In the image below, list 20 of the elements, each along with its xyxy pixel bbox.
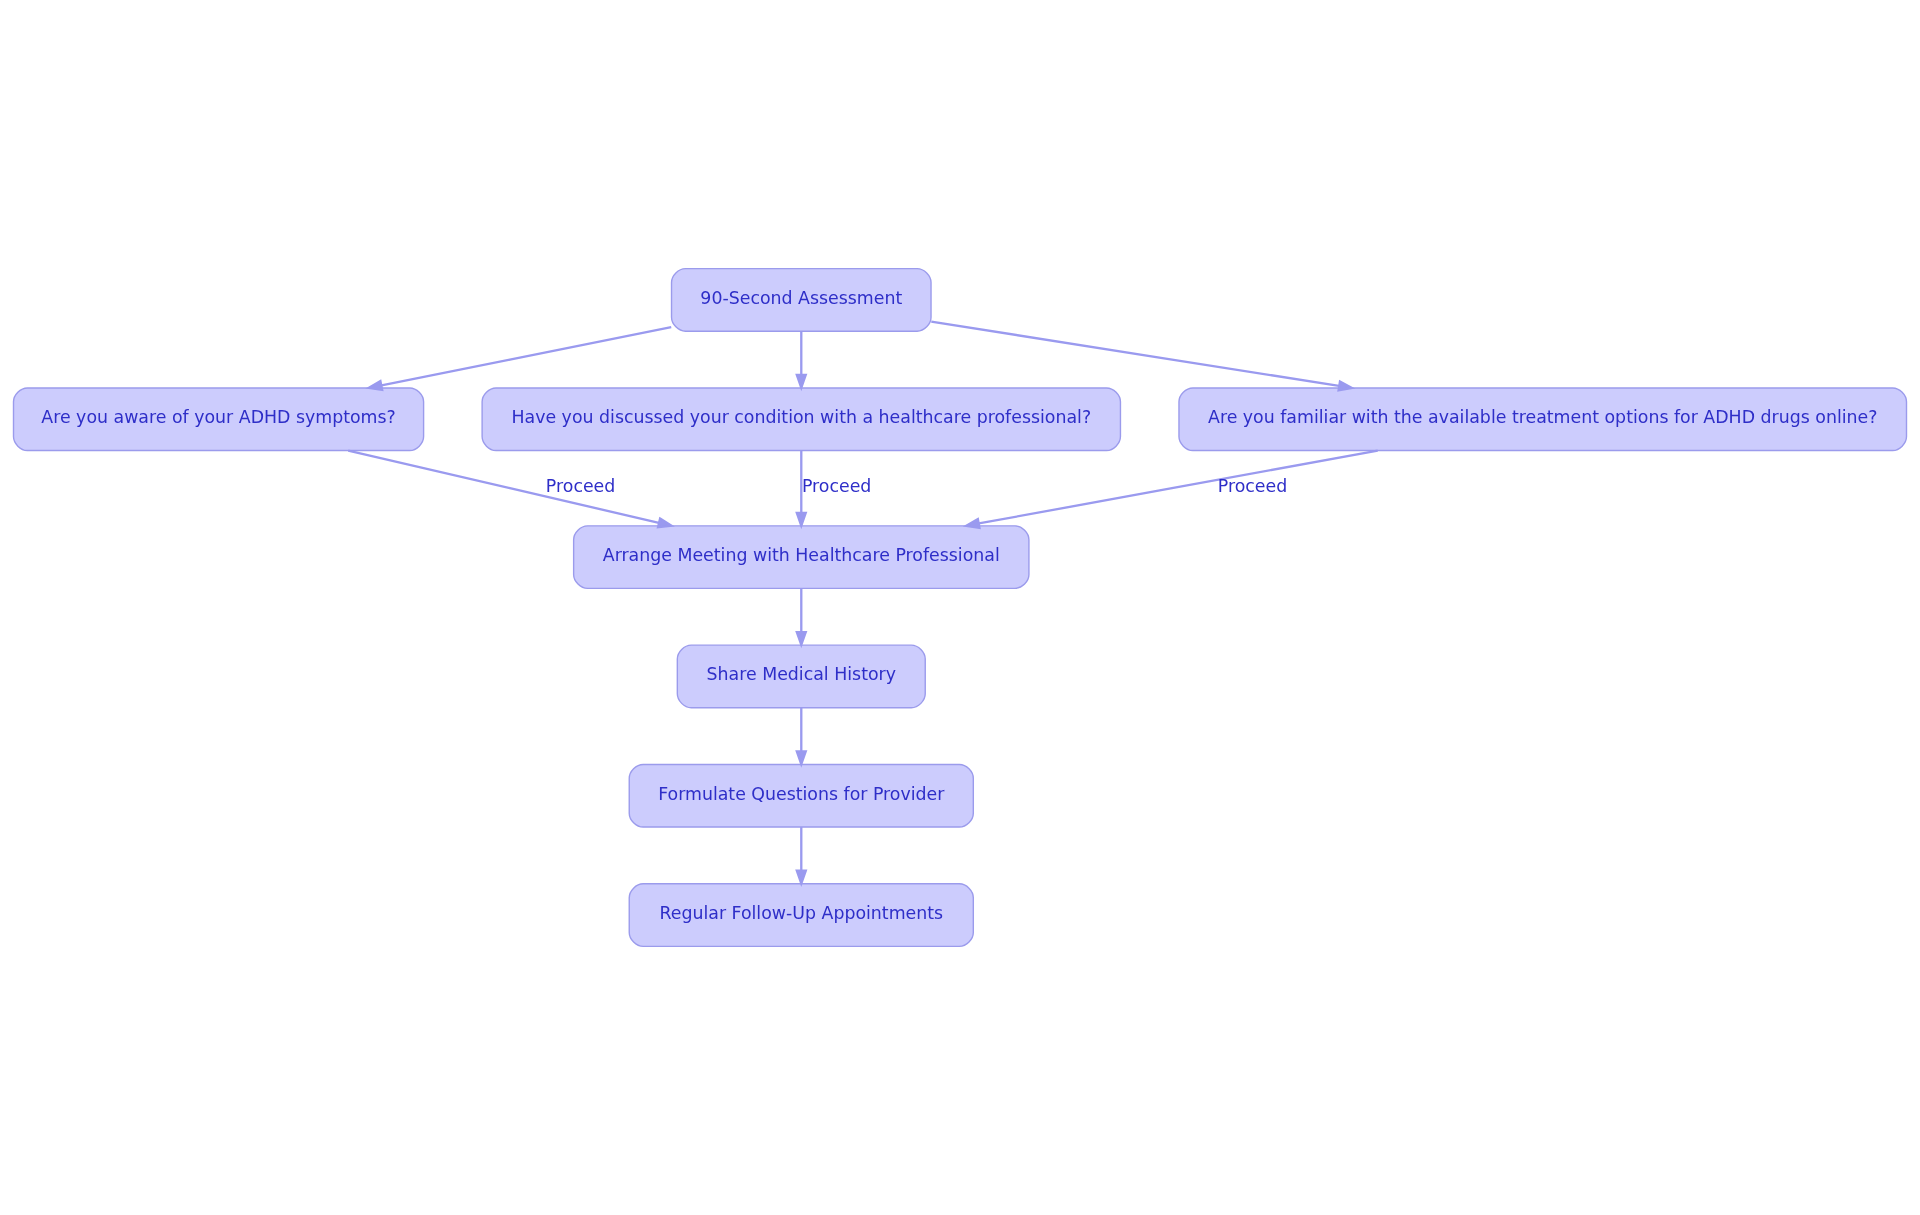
edge-label: Proceed (1217, 476, 1288, 497)
arrow (795, 827, 808, 887)
node-box: Are you aware of your ADHD symptoms? (12, 387, 425, 452)
node-box: Regular Follow-Up Appointments (628, 883, 974, 948)
node-box: Formulate Questions for Provider (628, 763, 974, 828)
node-box: Have you discussed your condition with a healthcare professional? (481, 387, 1122, 452)
node-box: Arrange Meeting with Healthcare Professional (572, 525, 1030, 590)
arrow (962, 449, 1378, 530)
edge-label: Proceed (545, 476, 616, 497)
node-box: Are you familiar with the available treatment options for ADHD drugs online? (1178, 387, 1908, 452)
arrow (931, 320, 1356, 392)
edge-label: Proceed (801, 476, 872, 497)
arrow (795, 450, 808, 530)
node-box: Share Medical History (676, 644, 926, 709)
node-box: 90-Second Assessment (670, 267, 932, 332)
arrow (347, 449, 675, 529)
arrow (795, 331, 808, 392)
arrow (795, 588, 808, 649)
arrow (365, 326, 672, 392)
arrow (795, 707, 808, 768)
